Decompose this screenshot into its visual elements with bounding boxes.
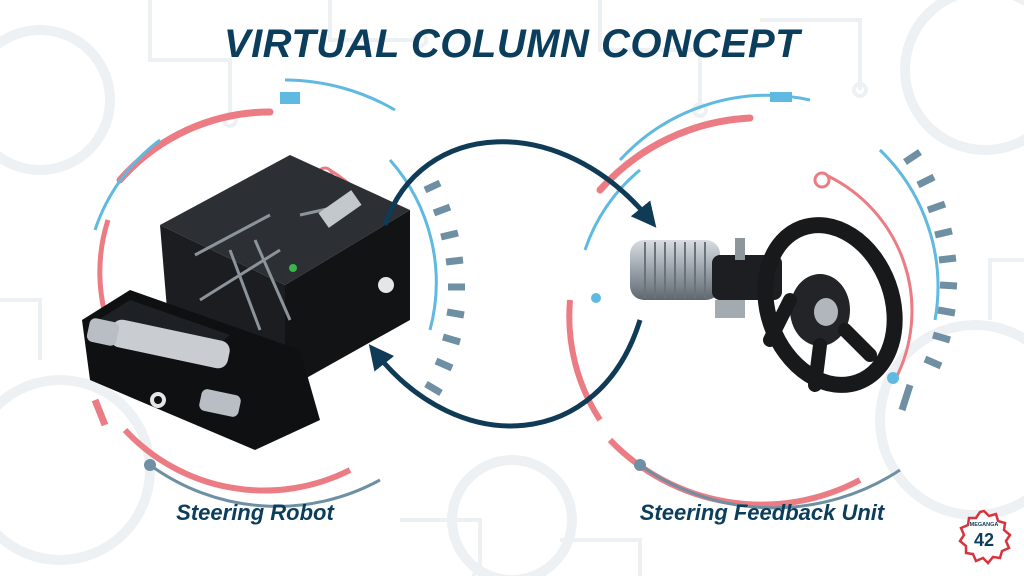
slide-title: VIRTUAL COLUMN CONCEPT (223, 22, 801, 66)
steering-wheel-illustration (630, 217, 903, 393)
logo-badge: MEGANGA 42 (958, 509, 1012, 565)
badge-number: 42 (974, 530, 994, 550)
steering-robot-label: Steering Robot (176, 500, 334, 525)
cycle-arrow-top (382, 139, 657, 228)
steering-robot-illustration (82, 155, 410, 450)
cycle-arrow-bottom (368, 319, 643, 429)
badge-arc-text: MEGANGA (970, 522, 999, 528)
right-ring-system (566, 92, 958, 510)
steering-feedback-unit-label: Steering Feedback Unit (639, 500, 885, 525)
